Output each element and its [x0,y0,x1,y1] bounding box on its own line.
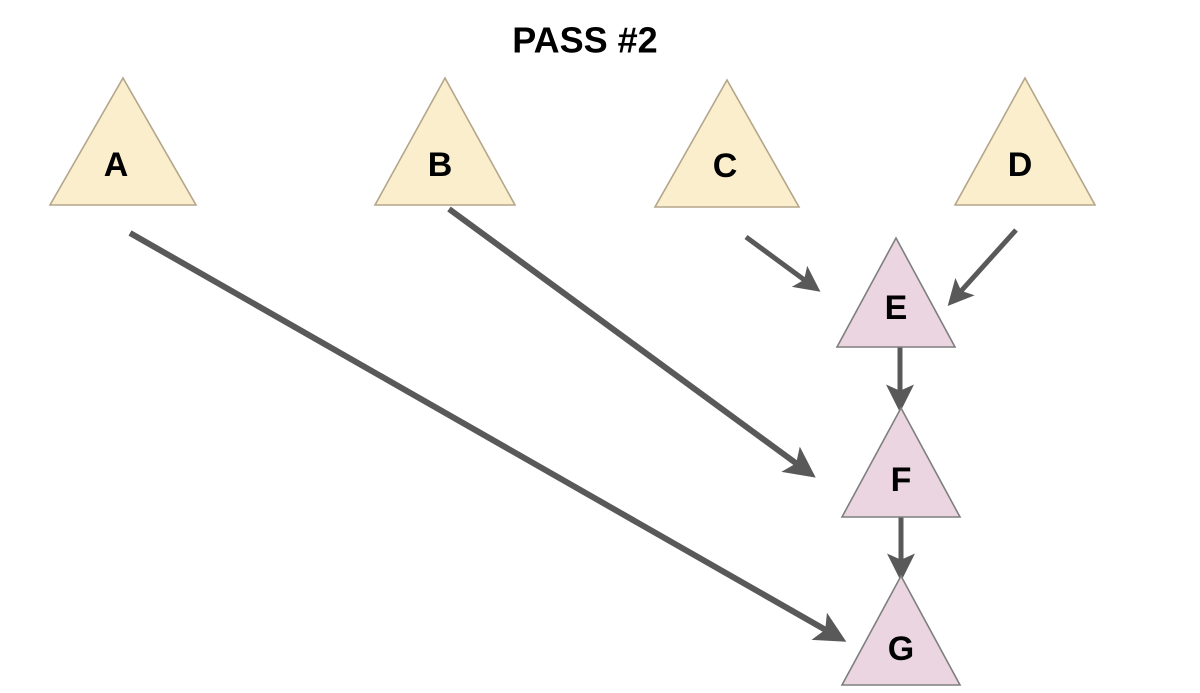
edges-layer [128,206,1018,642]
triangle-f[interactable] [840,406,962,518]
node-f[interactable]: F [840,406,962,518]
node-label-a: A [104,146,129,184]
node-label-b: B [428,146,453,184]
node-label-d: D [1008,146,1033,184]
node-label-g: G [888,630,914,668]
edge-a-to-g [128,230,847,642]
page-title: PASS #2 [512,20,657,61]
node-label-e: E [885,289,908,327]
triangle-g[interactable] [840,574,962,686]
node-b[interactable]: B [373,76,517,206]
triangle-e[interactable] [835,236,957,348]
edge-c-to-e [744,234,821,292]
triangle-d[interactable] [953,76,1097,206]
nodes-layer: A B C D E F G [48,76,1097,686]
node-e[interactable]: E [835,236,957,348]
triangle-a[interactable] [48,76,198,206]
node-label-f: F [891,461,912,499]
node-a[interactable]: A [48,76,198,206]
edge-d-to-e [947,228,1018,306]
node-c[interactable]: C [653,78,801,208]
edge-b-to-f [447,206,816,478]
triangle-b[interactable] [373,76,517,206]
node-d[interactable]: D [953,76,1097,206]
node-g[interactable]: G [840,574,962,686]
node-label-c: C [713,147,738,185]
triangle-c[interactable] [653,78,801,208]
